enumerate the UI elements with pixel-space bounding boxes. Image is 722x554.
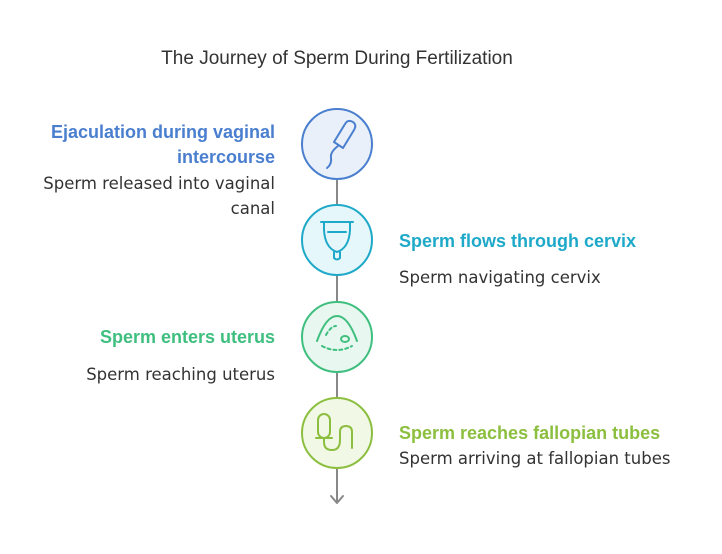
step-4-description: Sperm arriving at fallopian tubes — [399, 449, 671, 468]
tube-icon — [315, 413, 353, 451]
ultrasound-icon — [316, 315, 358, 351]
menstrual-cup-icon — [320, 221, 354, 261]
step-4-node — [301, 397, 373, 469]
step-3-node — [301, 301, 373, 373]
step-2-node — [301, 204, 373, 276]
step-1-title: Ejaculation during vaginal intercourse — [50, 122, 275, 167]
step-1-node — [301, 108, 373, 180]
step-1-description: Sperm released into vaginal canal — [43, 174, 275, 218]
step-2-title: Sperm flows through cervix — [399, 231, 637, 251]
diagram-title: The Journey of Sperm During Fertilizatio… — [161, 48, 513, 69]
step-2-description: Sperm navigating cervix — [399, 268, 601, 287]
step-3-description: Sperm reaching uterus — [86, 365, 275, 384]
tampon-icon — [326, 119, 357, 169]
step-4-title: Sperm reaches fallopian tubes — [399, 423, 661, 443]
arrow-head-icon — [330, 495, 344, 504]
step-3-title: Sperm enters uterus — [99, 327, 275, 347]
